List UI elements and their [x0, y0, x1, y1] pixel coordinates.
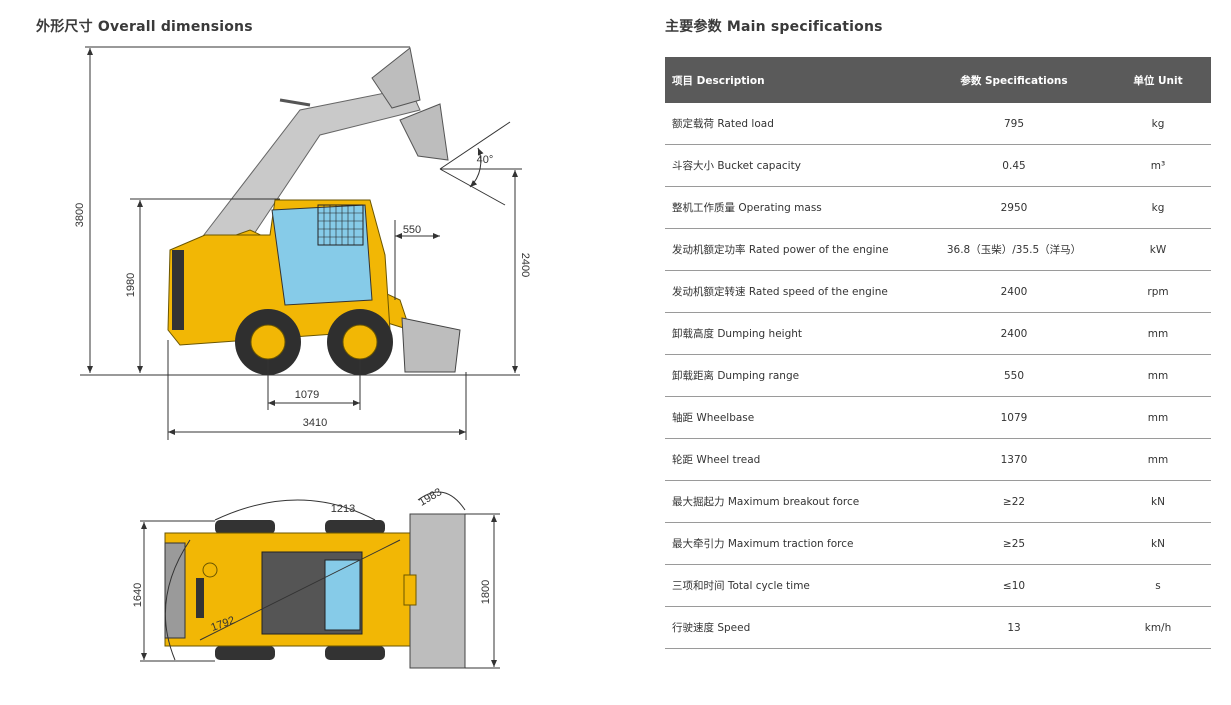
cell-unit: mm: [1105, 438, 1211, 481]
dump-angle-label: 40°: [477, 154, 494, 166]
cell-description: 发动机额定功率 Rated power of the engine: [665, 228, 923, 271]
cell-specification: 550: [923, 354, 1105, 397]
header-description: 项目 Description: [665, 57, 923, 103]
cell-description: 三项和时间 Total cycle time: [665, 564, 923, 607]
dimensions-title: 外形尺寸 Overall dimensions: [36, 19, 253, 35]
cell-description: 斗容大小 Bucket capacity: [665, 144, 923, 187]
cell-description: 卸载距离 Dumping range: [665, 354, 923, 397]
cell-unit: rpm: [1105, 270, 1211, 313]
cell-description: 额定载荷 Rated load: [665, 103, 923, 145]
wheelbase-label: 1079: [295, 389, 319, 401]
cell-unit: kW: [1105, 228, 1211, 271]
specifications-title: 主要参数 Main specifications: [665, 19, 883, 35]
cell-specification: 2400: [923, 312, 1105, 355]
side-view-machine-image: [80, 47, 520, 376]
top-view-machine-image: [164, 513, 466, 669]
cell-specification: 2400: [923, 270, 1105, 313]
header-specifications: 参数 Specifications: [923, 57, 1105, 103]
radius-1983-label: 1983: [417, 486, 444, 509]
header-unit: 单位 Unit: [1105, 57, 1211, 103]
cell-unit: kN: [1105, 522, 1211, 565]
bucket-width-label: 1800: [480, 580, 492, 604]
cell-unit: kg: [1105, 103, 1211, 145]
cell-description: 最大掘起力 Maximum breakout force: [665, 480, 923, 523]
cell-unit: mm: [1105, 312, 1211, 355]
specifications-table: 项目 Description 参数 Specifications 单位 Unit…: [665, 57, 1211, 649]
cell-description: 卸载高度 Dumping height: [665, 312, 923, 355]
cell-specification: 1079: [923, 396, 1105, 439]
width-label: 1640: [132, 583, 144, 607]
cell-description: 整机工作质量 Operating mass: [665, 186, 923, 229]
cell-description: 轴距 Wheelbase: [665, 396, 923, 439]
cell-unit: mm: [1105, 396, 1211, 439]
table-header-row: 项目 Description 参数 Specifications 单位 Unit: [665, 57, 1211, 103]
cell-specification: ≥25: [923, 522, 1105, 565]
cell-specification: 2950: [923, 186, 1105, 229]
cell-unit: mm: [1105, 354, 1211, 397]
cell-specification: 13: [923, 606, 1105, 649]
cell-specification: 1370: [923, 438, 1105, 481]
overall-length-label: 3410: [303, 417, 327, 429]
cell-unit: kg: [1105, 186, 1211, 229]
dump-reach-label: 550: [403, 224, 421, 236]
cell-description: 轮距 Wheel tread: [665, 438, 923, 481]
cell-unit: m³: [1105, 144, 1211, 187]
cell-unit: s: [1105, 564, 1211, 607]
cab-height-label: 1980: [125, 273, 137, 297]
cell-description: 最大牵引力 Maximum traction force: [665, 522, 923, 565]
dump-height-label: 2400: [519, 253, 531, 277]
cell-description: 行驶速度 Speed: [665, 606, 923, 649]
cell-specification: 795: [923, 103, 1105, 145]
cell-specification: ≤10: [923, 564, 1105, 607]
cell-specification: 0.45: [923, 144, 1105, 187]
cell-description: 发动机额定转速 Rated speed of the engine: [665, 270, 923, 313]
cell-specification: 36.8（玉柴）/35.5（洋马）: [923, 228, 1105, 271]
cell-specification: ≥22: [923, 480, 1105, 523]
radius-1213-label: 1213: [331, 503, 355, 515]
cell-unit: kN: [1105, 480, 1211, 523]
dimension-drawings: 3800 1980 2400 550 40° 1079 3410 1640 18…: [74, 46, 531, 669]
overall-height-label: 3800: [74, 203, 86, 227]
cell-unit: km/h: [1105, 606, 1211, 649]
